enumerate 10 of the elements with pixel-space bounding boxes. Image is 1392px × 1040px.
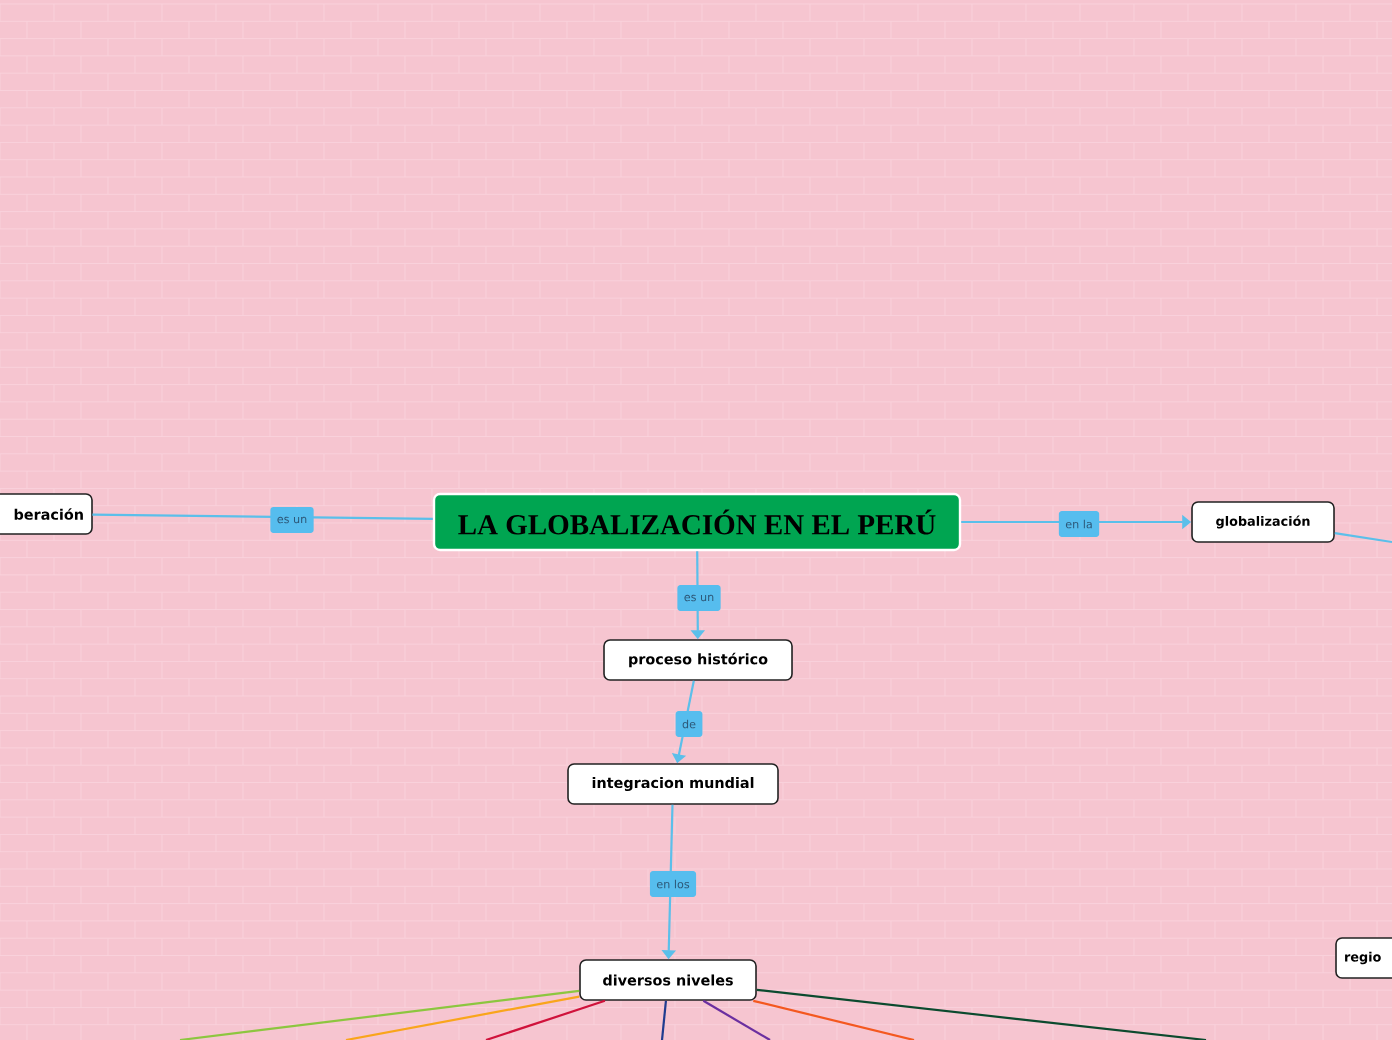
connector-line <box>485 999 606 1040</box>
connector-line <box>179 989 580 1040</box>
connector-line <box>702 999 771 1040</box>
title-box: LA GLOBALIZACIÓN EN EL PERÚ <box>432 492 962 552</box>
connector-line <box>660 1000 668 1040</box>
connector-line <box>753 999 915 1040</box>
connector-line <box>92 513 433 520</box>
connector-line <box>1334 532 1392 544</box>
connector-line <box>345 995 580 1040</box>
connector-line <box>756 988 1207 1040</box>
